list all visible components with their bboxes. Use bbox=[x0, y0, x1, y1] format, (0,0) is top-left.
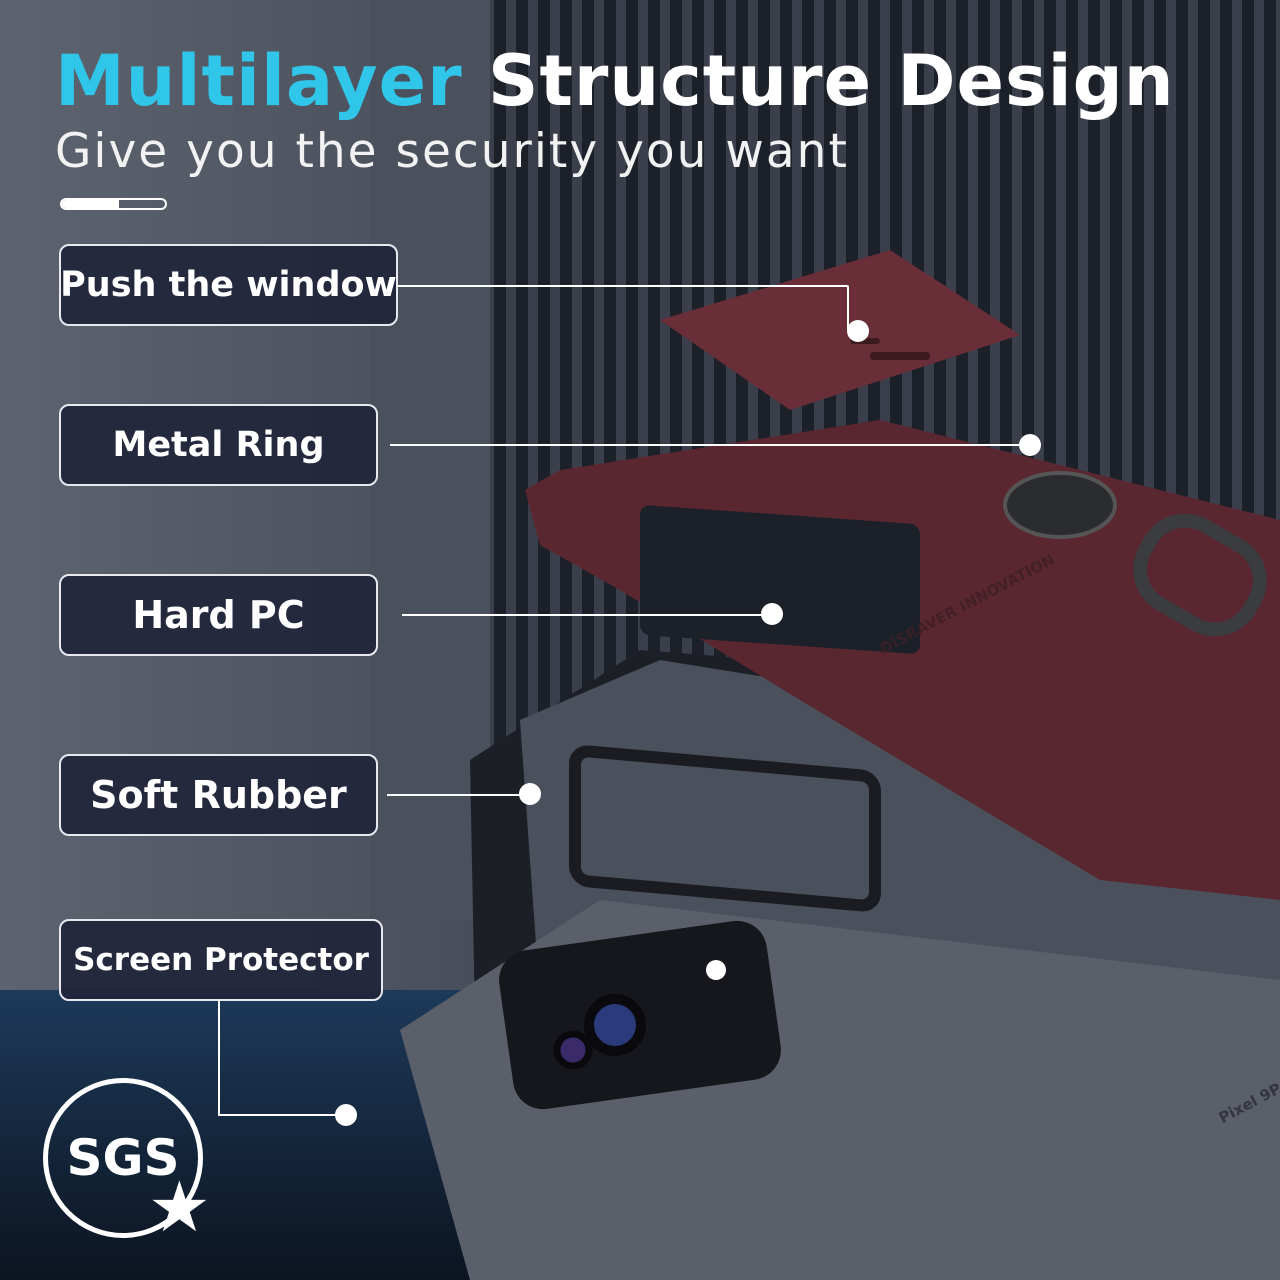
slide-indicator bbox=[60, 198, 167, 210]
leader-line bbox=[397, 285, 847, 287]
page-title: Multilayer Structure Design bbox=[55, 40, 1175, 122]
sgs-badge: SGS bbox=[43, 1078, 203, 1238]
callout-dot bbox=[335, 1104, 357, 1126]
callout-dot bbox=[847, 320, 869, 342]
star-icon: ★ bbox=[148, 1166, 211, 1248]
metal-ring bbox=[1003, 471, 1117, 539]
camera-window-slider bbox=[660, 250, 1020, 410]
callout-dot bbox=[761, 603, 783, 625]
subtitle: Give you the security you want bbox=[55, 124, 849, 179]
leader-line bbox=[218, 1001, 220, 1115]
leader-line bbox=[387, 794, 529, 796]
leader-line bbox=[847, 285, 849, 330]
callout-screen-protector: Screen Protector bbox=[59, 919, 383, 1001]
callout-dot bbox=[519, 783, 541, 805]
sgs-text: SGS bbox=[66, 1129, 180, 1187]
leader-line bbox=[218, 1114, 346, 1116]
title-accent: Multilayer bbox=[55, 40, 463, 122]
callout-dot bbox=[1019, 434, 1041, 456]
indicator-fill bbox=[62, 200, 119, 208]
title-rest: Structure Design bbox=[488, 40, 1175, 122]
leader-line bbox=[402, 614, 772, 616]
callout-hard-pc: Hard PC bbox=[59, 574, 378, 656]
callout-soft-rubber: Soft Rubber bbox=[59, 754, 378, 836]
callout-push-window: Push the window bbox=[59, 244, 398, 326]
leader-line bbox=[390, 444, 1030, 446]
callout-metal-ring: Metal Ring bbox=[59, 404, 378, 486]
